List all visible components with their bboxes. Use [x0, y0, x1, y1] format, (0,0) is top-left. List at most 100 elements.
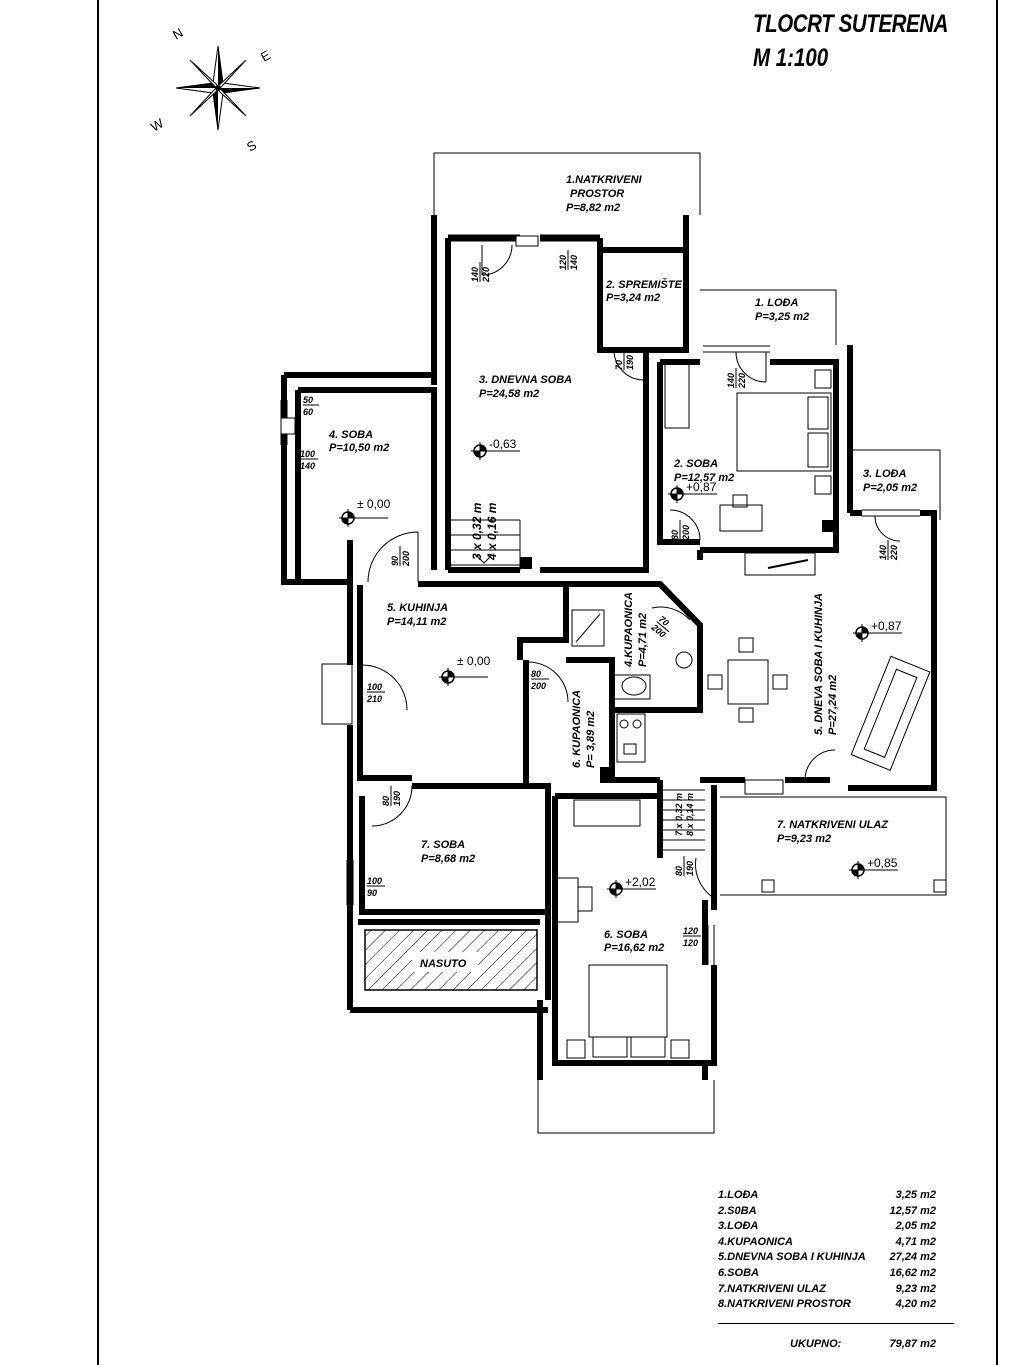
room-area: P=3,24 m2: [606, 292, 660, 304]
room-name: 7. NATKRIVENI ULAZ: [777, 819, 889, 831]
room-area: P=8,68 m2: [421, 853, 475, 865]
summary-divider: [718, 1322, 954, 1324]
room-area: P=9,23 m2: [777, 833, 831, 845]
drawing-title: TLOCRT SUTERENA: [753, 10, 949, 38]
svg-text:-0,63: -0,63: [489, 437, 517, 451]
room-name: 4. SOBA: [328, 429, 373, 441]
compass-s: S: [244, 137, 259, 154]
level-marker-icon: +0,85: [849, 856, 898, 879]
compass-n: N: [170, 25, 186, 43]
svg-text:220: 220: [889, 545, 899, 561]
room-name: 3. DNEVNA SOBA: [479, 374, 572, 386]
room-name: 6. SOBA: [604, 929, 648, 941]
svg-text:210: 210: [366, 694, 382, 704]
drawing-scale: M 1:100: [753, 44, 829, 72]
svg-text:7 x 0,32 m: 7 x 0,32 m: [674, 793, 684, 836]
room-area: P=27,24 m2: [827, 675, 839, 735]
svg-text:4 x 0,16 m: 4 x 0,16 m: [485, 502, 499, 561]
room-name: 5. KUHINJA: [387, 602, 448, 614]
room-name: 1.NATKRIVENI: [566, 174, 643, 186]
room-area: P=16,62 m2: [604, 942, 664, 954]
level-marker-icon: +2,02: [607, 875, 656, 898]
svg-text:120: 120: [683, 938, 698, 948]
level-marker-icon: ± 0,00: [339, 497, 391, 527]
svg-text:200: 200: [401, 551, 411, 567]
room-name: 2. SOBA: [673, 458, 718, 470]
svg-text:190: 190: [625, 355, 635, 370]
room-name: NASUTO: [420, 958, 467, 970]
svg-text:± 0,00: ± 0,00: [357, 497, 391, 511]
shaft-icon: [520, 557, 532, 569]
compass-e: E: [258, 47, 273, 64]
svg-text:120: 120: [558, 255, 568, 270]
svg-text:140: 140: [878, 545, 888, 560]
room-area: P=3,25 m2: [755, 311, 809, 323]
svg-text:+0,87: +0,87: [871, 619, 902, 633]
svg-text:200: 200: [681, 525, 691, 541]
svg-text:100: 100: [300, 449, 315, 459]
svg-text:190: 190: [392, 791, 402, 806]
room-area: P= 3,89 m2: [585, 711, 597, 768]
svg-text:200: 200: [530, 681, 546, 691]
shaft-icon: [822, 520, 834, 532]
svg-text:140: 140: [300, 461, 315, 471]
thin-outlines: [321, 152, 947, 1134]
room-name: 2. SPREMIŠTE: [605, 278, 682, 291]
svg-text:3 x 0,32 m: 3 x 0,32 m: [470, 502, 484, 560]
room-name: 7. SOBA: [421, 839, 465, 851]
room-area: P=10,50 m2: [329, 442, 389, 454]
svg-text:140: 140: [726, 373, 736, 388]
room-area: P=14,11 m2: [387, 616, 446, 628]
room-area: P=4,71 m2: [637, 613, 649, 667]
svg-text:+2,02: +2,02: [625, 875, 656, 889]
level-marker-icon: +0,87: [853, 619, 902, 642]
svg-text:80: 80: [674, 866, 684, 876]
svg-text:90: 90: [390, 556, 400, 566]
stairs-side: [662, 789, 705, 851]
compass-rose-icon: N E S W: [148, 25, 273, 155]
svg-text:70: 70: [614, 360, 624, 370]
stair-labels: 3 x 0,32 m 4 x 0,16 m 7 x 0,32 m 8 x 0,1…: [470, 502, 695, 836]
svg-text:80: 80: [670, 530, 680, 540]
svg-text:8 x 0,14 m: 8 x 0,14 m: [685, 793, 695, 836]
svg-text:90: 90: [367, 888, 377, 898]
room-name: 3. LOĐA: [863, 468, 906, 480]
room-area: P=24,58 m2: [479, 388, 539, 400]
svg-text:120: 120: [683, 926, 698, 936]
room-name: 4.KUPAONICA: [623, 592, 635, 668]
svg-text:140: 140: [569, 255, 579, 270]
room-name: 1. LOĐA: [755, 297, 798, 309]
room-labels: 1.NATKRIVENI PROSTOR P=8,82 m2 2. SPREMI…: [328, 174, 917, 970]
room-name: 6. KUPAONICA: [571, 690, 583, 768]
compass-w: W: [148, 115, 167, 134]
room-name: PROSTOR: [570, 188, 624, 200]
walls: [281, 215, 937, 1080]
stairs-main: [448, 519, 521, 570]
sheet-border-left: [97, 0, 99, 1365]
svg-text:80: 80: [531, 669, 541, 679]
svg-text:60: 60: [303, 407, 313, 417]
svg-text:50: 50: [303, 395, 313, 405]
svg-text:± 0,00: ± 0,00: [457, 654, 491, 668]
summary-total: UKUPNO:79,87 m2: [790, 1337, 936, 1350]
svg-text:100: 100: [367, 876, 382, 886]
svg-text:220: 220: [481, 267, 491, 283]
level-markers: -0,63 ± 0,00 ± 0,00 +0,87 +0,87: [339, 437, 902, 898]
level-marker-icon: +0,87: [668, 480, 717, 503]
level-marker-icon: -0,63: [471, 437, 520, 460]
svg-text:+0,85: +0,85: [867, 856, 898, 870]
shaft-icon: [600, 767, 612, 779]
room-area: P=8,82 m2: [566, 202, 620, 214]
sheet-border-right: [996, 0, 998, 1365]
